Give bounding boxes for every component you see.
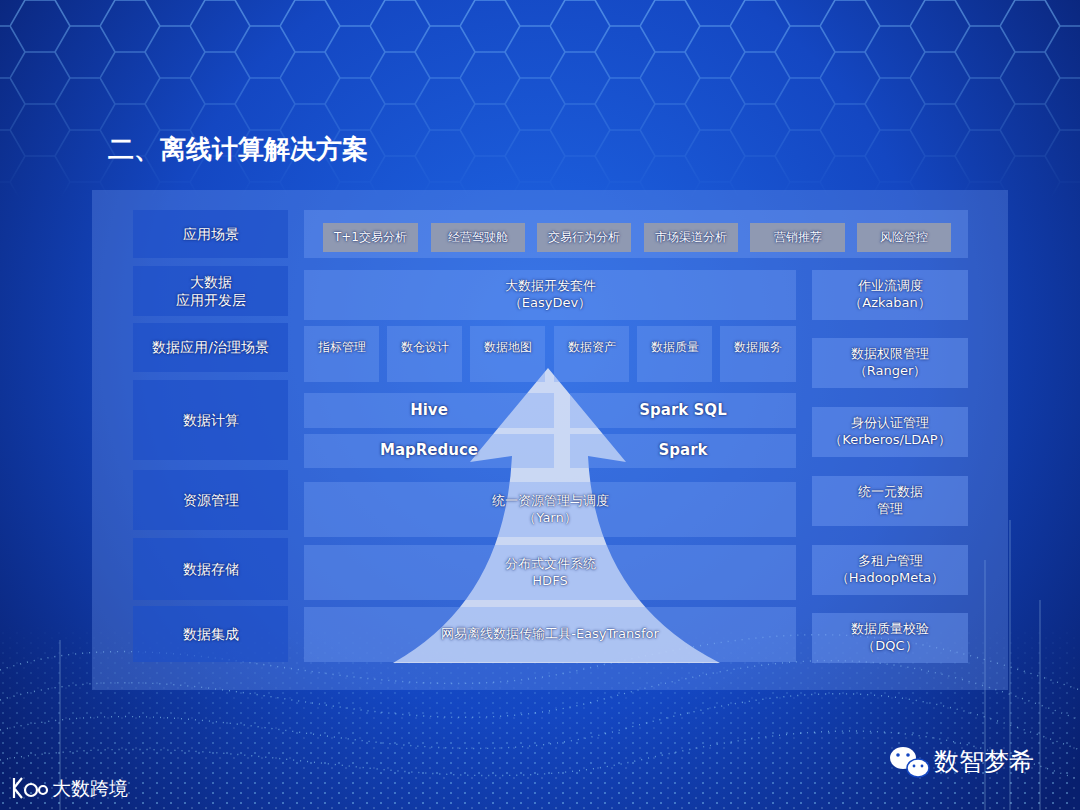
node-text: 身份认证管理 （Kerberos/LDAP） <box>828 415 953 449</box>
layer-box: 网易离线数据传输工具-EasyTransfor <box>304 607 796 662</box>
module-box: 数仓设计 <box>387 326 462 382</box>
node-text: 数据计算 <box>183 411 239 429</box>
node-text: 大数据开发套件 （EasyDev） <box>503 278 597 312</box>
engine-box: MapReduce <box>304 434 554 468</box>
panel <box>92 190 1008 690</box>
node-text: 统一资源管理与调度 （Yarn） <box>490 493 610 527</box>
node-text: 数据资产 <box>568 340 616 356</box>
scenario-box: 市场渠道分析 <box>644 223 738 252</box>
node-text: 数据权限管理 （Ranger） <box>850 346 931 380</box>
module-box: 数据质量 <box>637 326 712 382</box>
scenario-box: 营销推荐 <box>750 223 845 252</box>
layer-box: 分布式文件系统 HDFS <box>304 545 796 600</box>
layer-label: 应用场景 <box>133 210 288 258</box>
scenario-band <box>304 210 968 258</box>
governance-box: 作业流调度 （Azkaban） <box>812 270 968 320</box>
layer-label: 数据应用/治理场景 <box>133 323 288 372</box>
wechat-icon <box>890 747 929 777</box>
layer-box: 统一资源管理与调度 （Yarn） <box>304 482 796 537</box>
node-text: 数据质量校验 （DQC） <box>850 621 931 655</box>
scenario-box: 经营驾驶舱 <box>431 223 525 252</box>
node-text: MapReduce <box>380 441 478 461</box>
brand-logo <box>14 778 47 798</box>
node-text: 数据集成 <box>183 625 239 643</box>
node-text: T+1交易分析 <box>334 230 407 246</box>
node-text: 数据地图 <box>484 340 532 356</box>
node-text: 数仓设计 <box>401 340 449 356</box>
node-text: 交易行为分析 <box>548 230 620 246</box>
node-text: 统一元数据 管理 <box>856 484 924 518</box>
node-text: 资源管理 <box>183 491 239 509</box>
engine-box: Spark SQL <box>570 393 796 428</box>
scenario-box: 风险管控 <box>857 223 951 252</box>
node-text: 数据存储 <box>183 560 239 578</box>
engine-box: Spark <box>570 434 796 468</box>
watermark: 数智梦希 <box>934 745 1034 778</box>
governance-box: 数据质量校验 （DQC） <box>812 613 968 663</box>
scenario-box: T+1交易分析 <box>323 223 418 252</box>
node-text: 作业流调度 （Azkaban） <box>848 278 933 312</box>
node-text: 应用场景 <box>183 225 239 243</box>
module-box: 数据地图 <box>470 326 545 382</box>
node-text: Spark <box>658 441 707 461</box>
node-text: 风险管控 <box>880 230 928 246</box>
node-text: 指标管理 <box>318 340 366 356</box>
node-text: 数据应用/治理场景 <box>152 338 269 356</box>
slide-title: 二、离线计算解决方案 <box>108 132 368 167</box>
node-text: 数据质量 <box>651 340 699 356</box>
layer-label: 数据存储 <box>133 538 288 600</box>
node-text: 营销推荐 <box>774 230 822 246</box>
engine-box: Hive <box>304 393 554 428</box>
layer-label: 大数据 应用开发层 <box>133 266 288 316</box>
module-box: 指标管理 <box>304 326 379 382</box>
module-box: 数据资产 <box>554 326 629 382</box>
layer-label: 资源管理 <box>133 470 288 530</box>
node-text: 多租户管理 （HadoopMeta） <box>834 553 946 587</box>
watermark: 大数跨境 <box>52 776 128 802</box>
layer-label: 数据集成 <box>133 606 288 662</box>
node-text: Hive <box>410 401 448 421</box>
node-text: 市场渠道分析 <box>655 230 727 246</box>
layer-label: 数据计算 <box>133 380 288 460</box>
governance-box: 多租户管理 （HadoopMeta） <box>812 545 968 595</box>
node-text: Spark SQL <box>639 401 726 421</box>
node-text: 分布式文件系统 HDFS <box>503 556 597 590</box>
node-text: 大数据 应用开发层 <box>174 273 247 309</box>
governance-box: 身份认证管理 （Kerberos/LDAP） <box>812 407 968 457</box>
node-text: 数据服务 <box>734 340 782 356</box>
scenario-box: 交易行为分析 <box>537 223 631 252</box>
layer-box: 大数据开发套件 （EasyDev） <box>304 270 796 320</box>
module-box: 数据服务 <box>720 326 796 382</box>
governance-box: 统一元数据 管理 <box>812 476 968 526</box>
node-text: 网易离线数据传输工具-EasyTransfor <box>441 626 659 643</box>
node-text: 经营驾驶舱 <box>448 230 508 246</box>
governance-box: 数据权限管理 （Ranger） <box>812 338 968 388</box>
